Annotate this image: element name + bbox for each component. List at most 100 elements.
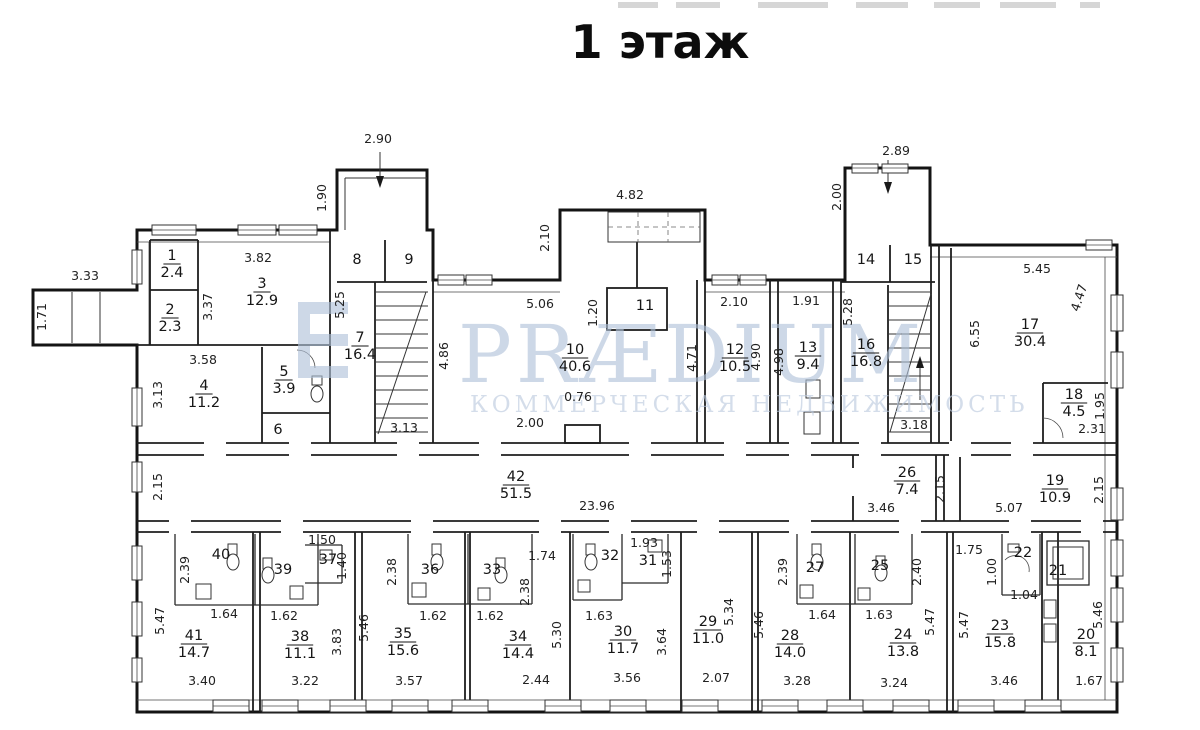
room-label: 267.4 <box>893 465 921 498</box>
watermark: PRÆDIUM КОММЕРЧЕСКАЯ НЕДВИЖИМОСТЬ <box>298 302 1025 418</box>
dim-label: 1.90 <box>314 184 329 212</box>
svg-text:31: 31 <box>639 553 657 569</box>
room-label: 8 <box>352 252 361 268</box>
svg-text:1: 1 <box>167 248 176 264</box>
svg-text:29: 29 <box>699 614 717 630</box>
svg-text:7.4: 7.4 <box>895 482 918 498</box>
dim-label: 3.46 <box>867 500 895 515</box>
toilet-icon <box>584 543 598 571</box>
svg-text:16: 16 <box>857 337 875 353</box>
svg-text:3: 3 <box>257 276 266 292</box>
cropped-text-artifacts <box>618 2 1100 8</box>
dim-label: 3.18 <box>900 417 928 432</box>
svg-text:15: 15 <box>904 252 922 268</box>
svg-text:2.4: 2.4 <box>160 265 183 281</box>
dim-label: 3.24 <box>880 675 908 690</box>
svg-text:12: 12 <box>726 342 744 358</box>
svg-text:2.3: 2.3 <box>158 319 181 335</box>
toilet-icon <box>874 555 888 582</box>
dim-label: 3.33 <box>71 268 99 283</box>
svg-text:51.5: 51.5 <box>500 486 532 502</box>
dim-label: 2.38 <box>384 558 399 586</box>
toilet-icon <box>310 375 324 403</box>
room-label: 716.4 <box>344 330 376 363</box>
dim-label: 1.95 <box>1092 392 1107 420</box>
svg-text:24: 24 <box>894 627 912 643</box>
room-label: 25 <box>871 558 889 574</box>
dim-label: 5.47 <box>956 611 971 639</box>
dim-label: 5.47 <box>922 608 937 636</box>
toilet-icon <box>430 543 444 571</box>
dim-label: 2.10 <box>720 294 748 309</box>
dim-label: 1.53 <box>659 550 674 578</box>
dim-label: 3.37 <box>200 293 215 321</box>
room-label: 9 <box>404 252 413 268</box>
dim-label: 2.07 <box>702 670 730 685</box>
sink-icon <box>577 579 591 593</box>
staircase-right <box>889 291 932 433</box>
svg-text:32: 32 <box>601 548 619 564</box>
dim-label: 5.30 <box>549 621 564 649</box>
dim-label: 1.67 <box>1075 673 1103 688</box>
dim-label: 3.40 <box>188 673 216 688</box>
room-label: 22 <box>1014 545 1032 561</box>
dim-label: 5.28 <box>840 298 855 326</box>
svg-text:19: 19 <box>1046 473 1064 489</box>
svg-text:16.4: 16.4 <box>344 347 376 363</box>
door-arc <box>1004 555 1030 573</box>
dim-label: 3.46 <box>990 673 1018 688</box>
dim-label: 2.15 <box>150 473 165 501</box>
svg-text:26: 26 <box>898 465 916 481</box>
svg-text:20: 20 <box>1077 627 1095 643</box>
svg-text:22: 22 <box>1014 545 1032 561</box>
toilet-icon <box>226 543 240 571</box>
dim-label: 4.47 <box>1067 282 1090 313</box>
dim-label: 1.40 <box>334 552 349 580</box>
dim-label: 1.91 <box>792 293 820 308</box>
room-label: 31 <box>639 553 657 569</box>
dim-label: 5.25 <box>332 291 347 319</box>
room-label: 312.9 <box>246 276 278 309</box>
room-label: 22.3 <box>158 302 181 335</box>
svg-text:27: 27 <box>806 560 824 576</box>
svg-text:40: 40 <box>212 547 230 563</box>
dim-label: 2.15 <box>1091 476 1106 504</box>
toilet-icon <box>261 557 275 584</box>
svg-text:36: 36 <box>421 562 439 578</box>
svg-text:37: 37 <box>319 552 337 568</box>
room-label: 27 <box>806 560 824 576</box>
dim-label: 5.46 <box>1090 601 1105 629</box>
svg-text:17: 17 <box>1021 317 1039 333</box>
room-label: 411.2 <box>188 378 220 411</box>
dim-label: 1.93 <box>630 535 658 550</box>
room-label: 21 <box>1049 563 1067 579</box>
room-label: 39 <box>274 562 292 578</box>
svg-text:11: 11 <box>636 298 654 314</box>
svg-text:9: 9 <box>404 252 413 268</box>
svg-text:13.8: 13.8 <box>887 644 919 660</box>
sink-icon <box>799 584 814 599</box>
toilet-icon <box>494 557 508 584</box>
dim-label: 5.46 <box>751 611 766 639</box>
dim-label: 2.39 <box>177 556 192 584</box>
dim-label: 2.00 <box>829 183 844 211</box>
dim-label: 3.57 <box>395 673 423 688</box>
svg-text:2: 2 <box>165 302 174 318</box>
dim-label: 4.71 <box>684 344 699 372</box>
svg-text:10.9: 10.9 <box>1039 490 1071 506</box>
svg-text:8.1: 8.1 <box>1074 644 1097 660</box>
svg-text:10.5: 10.5 <box>719 359 751 375</box>
sink-icon <box>857 587 871 601</box>
sink-icon <box>195 583 212 600</box>
door-openings <box>169 441 1103 534</box>
dim-label: 3.64 <box>654 628 669 656</box>
svg-text:14: 14 <box>857 252 875 268</box>
svg-text:11.2: 11.2 <box>188 395 220 411</box>
